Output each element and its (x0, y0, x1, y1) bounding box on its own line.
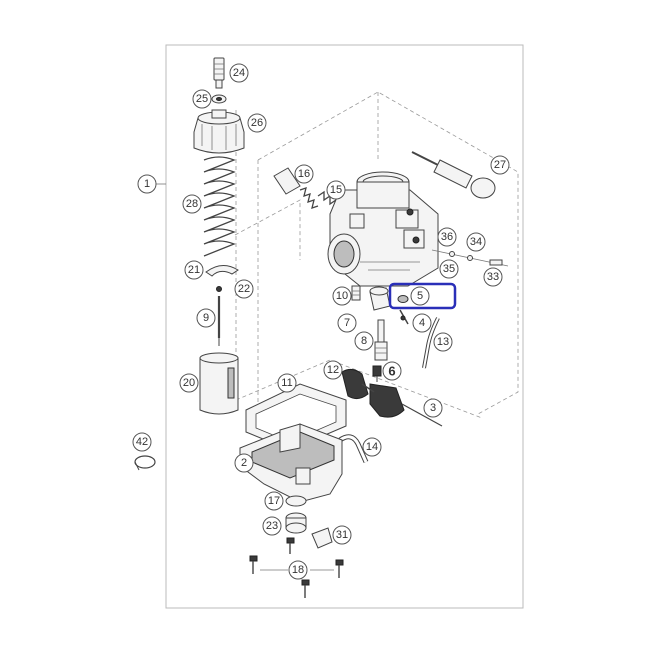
svg-text:35: 35 (443, 263, 455, 275)
part-3-pin (401, 403, 443, 427)
callout-42: 42 (132, 432, 152, 452)
svg-text:28: 28 (186, 198, 198, 210)
svg-text:25: 25 (196, 93, 208, 105)
callout-34: 34 (466, 232, 486, 252)
svg-text:1: 1 (144, 178, 150, 190)
svg-text:27: 27 (494, 159, 506, 171)
callout-10: 10 (332, 286, 352, 306)
svg-text:21: 21 (188, 264, 200, 276)
callout-18: 18 (288, 560, 308, 580)
part-27-choke-plunger (411, 151, 496, 199)
svg-text:2: 2 (241, 457, 247, 469)
callout-7: 7 (337, 313, 357, 333)
part-31-bracket (311, 527, 333, 549)
part-26-top-cap (193, 109, 245, 154)
svg-text:24: 24 (233, 67, 245, 79)
svg-text:11: 11 (281, 377, 292, 389)
part-24-adjuster-screw (213, 57, 225, 89)
highlight-box-part-5 (388, 282, 457, 310)
part-17-o-ring (285, 495, 307, 507)
part-23-drain-plug (285, 512, 307, 534)
callout-11: 11 (277, 373, 297, 393)
callout-16: 16 (294, 164, 314, 184)
svg-text:20: 20 (183, 377, 195, 389)
part-36-34-33-screws (431, 249, 509, 267)
part-22-e-clip (216, 286, 222, 292)
part-42-clip (134, 455, 156, 471)
svg-text:6: 6 (388, 364, 395, 379)
callout-15: 15 (326, 180, 346, 200)
svg-text:31: 31 (336, 529, 348, 541)
callout-22: 22 (234, 279, 254, 299)
callout-36: 36 (437, 227, 457, 247)
part-4-float-pin (399, 309, 409, 325)
part-2-float-bowl (239, 423, 343, 503)
part-16-idle-screw (273, 167, 319, 209)
callout-21: 21 (184, 260, 204, 280)
callout-4: 4 (412, 313, 432, 333)
group-line-carb (234, 199, 301, 260)
callout-24: 24 (229, 63, 249, 83)
part-21-clip-plate (205, 265, 239, 277)
svg-text:15: 15 (330, 184, 342, 196)
callout-12: 12 (323, 360, 343, 380)
callout-1: 1 (137, 174, 157, 194)
svg-text:4: 4 (419, 317, 425, 329)
part-5-o-ring (397, 295, 409, 303)
part-20-throttle-slide (199, 352, 239, 415)
callout-31: 31 (332, 525, 352, 545)
callout-13: 13 (433, 332, 453, 352)
callout-25: 25 (192, 89, 212, 109)
callout-28: 28 (182, 194, 202, 214)
svg-text:34: 34 (470, 236, 482, 248)
svg-text:18: 18 (292, 564, 304, 576)
svg-text:33: 33 (487, 271, 499, 283)
svg-text:8: 8 (361, 335, 367, 347)
callout-5: 5 (410, 286, 430, 306)
callout-35: 35 (439, 259, 459, 279)
callout-9: 9 (196, 308, 216, 328)
svg-text:23: 23 (266, 520, 278, 532)
svg-text:17: 17 (268, 495, 280, 507)
svg-text:22: 22 (238, 283, 250, 295)
callout-26: 26 (247, 113, 267, 133)
part-25-nut (211, 94, 227, 104)
svg-text:12: 12 (327, 364, 339, 376)
part-12-float (341, 368, 405, 418)
callout-33: 33 (483, 267, 503, 287)
diagram-frame (165, 44, 524, 609)
part-28-spring (203, 156, 236, 257)
part-6-float-valve (372, 365, 382, 382)
callout-17: 17 (264, 491, 284, 511)
svg-text:10: 10 (336, 290, 348, 302)
svg-text:9: 9 (203, 312, 209, 324)
part-7-needle-jet-holder (369, 286, 391, 311)
part-10-jet (351, 285, 361, 301)
callout-23: 23 (262, 516, 282, 536)
callout-6: 6 (382, 361, 402, 381)
part-8-main-jet (374, 319, 388, 361)
part-14-drain-hose (338, 434, 369, 464)
svg-text:14: 14 (366, 441, 378, 453)
callout-3: 3 (423, 398, 443, 418)
svg-text:7: 7 (344, 317, 350, 329)
callout-14: 14 (362, 437, 382, 457)
carburetor-body (327, 171, 439, 287)
callout-8: 8 (354, 331, 374, 351)
group-line-top (257, 91, 519, 415)
callout-20: 20 (179, 373, 199, 393)
part-18-screws (249, 537, 344, 598)
svg-text:3: 3 (430, 402, 436, 414)
svg-text:26: 26 (251, 117, 263, 129)
callout-2: 2 (234, 453, 254, 473)
svg-text:42: 42 (136, 436, 148, 448)
svg-text:13: 13 (437, 336, 449, 348)
callout-27: 27 (490, 155, 510, 175)
svg-text:16: 16 (298, 168, 310, 180)
svg-text:36: 36 (441, 231, 453, 243)
svg-text:5: 5 (417, 290, 423, 302)
